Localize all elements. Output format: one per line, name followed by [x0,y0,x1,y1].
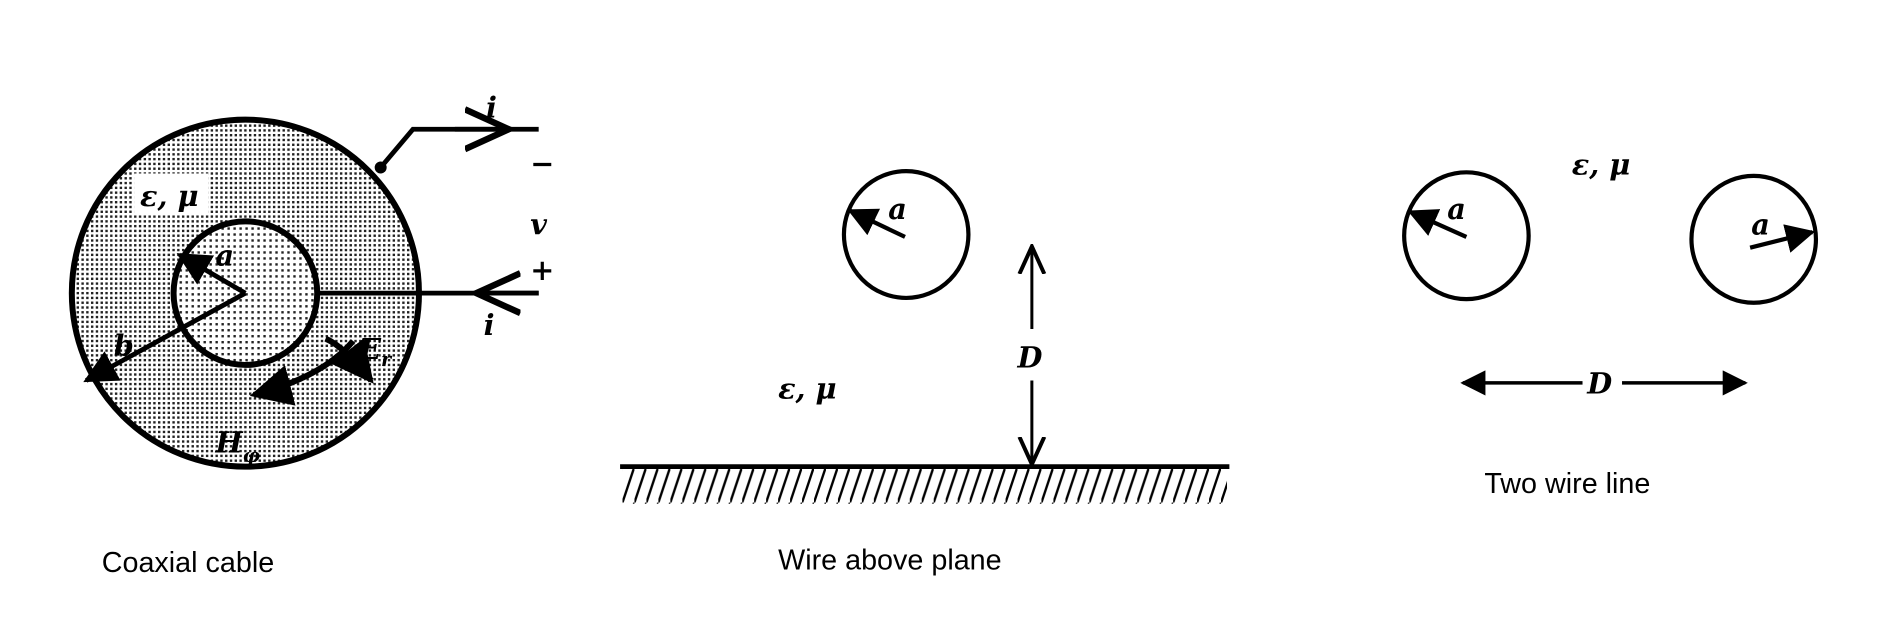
wire-radius-arrow [847,208,906,239]
coaxial-cable-figure: ε, μ a b Er Hφ i i − v + Coaxial cable [68,90,554,579]
right-radius-label: a [1751,208,1770,242]
current-top-label: i [486,90,497,124]
wire-circle [841,169,971,301]
two-wire-line-figure: ε, μ a a D Two wire line [1402,148,1819,500]
wire-above-plane-caption: Wire above plane [778,545,1002,577]
right-wire-circle [1689,173,1819,305]
radius-a-label: a [215,239,234,273]
distance-label: D [1017,340,1043,374]
top-lead-wire [378,126,539,170]
voltage-label: v [530,208,547,242]
minus-sign: − [530,147,554,181]
plus-sign: + [530,253,554,287]
two-wire-medium-label: ε, μ [1572,148,1630,182]
wire-radius-label: a [888,192,907,226]
wire-above-plane-figure: a D ε, μ Wire above plane [620,169,1230,577]
coax-medium-label: ε, μ [140,179,198,213]
h-field-arrow [249,339,356,406]
two-wire-caption: Two wire line [1484,468,1650,500]
radius-b-arrow [83,291,247,383]
wire-medium-label: ε, μ [778,371,836,405]
e-field-arrow [324,335,374,384]
left-radius-label: a [1447,192,1466,226]
current-bottom-label: i [484,308,495,342]
ground-plane-hatch [622,467,1227,504]
radius-b-label: b [114,328,134,362]
h-field-label: Hφ [214,425,260,467]
left-wire-circle [1402,170,1531,302]
coaxial-caption: Coaxial cable [102,547,274,579]
radius-a-arrow [176,252,247,296]
e-field-label: Er [358,332,393,371]
separation-label: D [1586,367,1612,401]
